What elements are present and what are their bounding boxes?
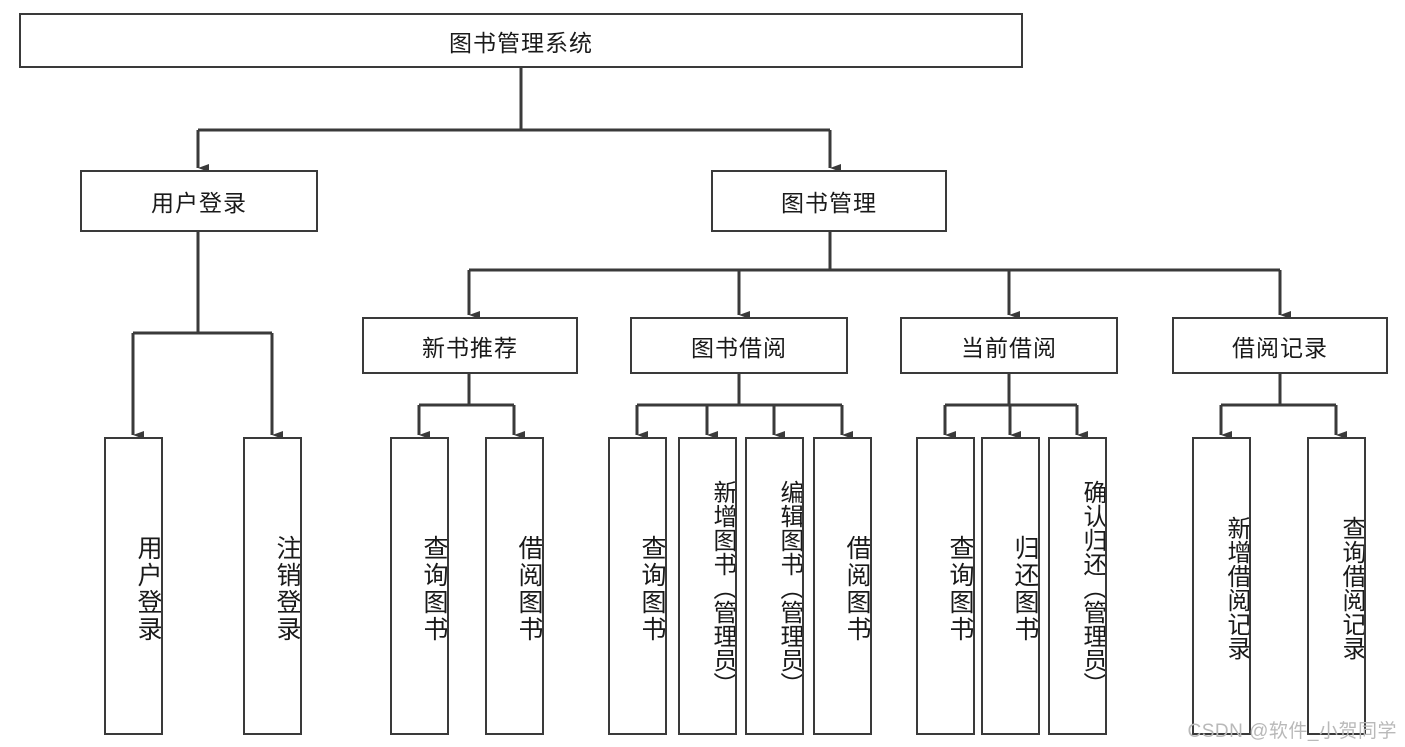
leaf-user-login-logout[interactable]: 注销登录 (243, 437, 302, 735)
node-label: 图书借阅 (691, 334, 787, 361)
node-label: 新增图书（管理员） (709, 479, 736, 696)
node-label: 图书管理系统 (449, 29, 593, 56)
node-label: 查询借阅记录 (1338, 515, 1365, 660)
node-label: 新书推荐 (422, 334, 518, 361)
leaf-book-borrow-borrow[interactable]: 借阅图书 (813, 437, 872, 735)
node-label: 编辑图书（管理员） (776, 479, 803, 696)
node-borrow-record[interactable]: 借阅记录 (1172, 317, 1388, 374)
node-label: 用户登录 (151, 190, 247, 216)
leaf-book-borrow-edit[interactable]: 编辑图书（管理员） (745, 437, 804, 735)
node-label: 查询图书 (420, 535, 448, 643)
node-label: 注销登录 (273, 535, 301, 643)
leaf-current-borrow-return[interactable]: 归还图书 (981, 437, 1040, 735)
node-new-book-recommend[interactable]: 新书推荐 (362, 317, 578, 374)
leaf-current-borrow-confirm-return[interactable]: 确认归还（管理员） (1048, 437, 1107, 735)
leaf-new-book-query[interactable]: 查询图书 (390, 437, 449, 735)
node-user-login[interactable]: 用户登录 (80, 170, 318, 232)
watermark-text: CSDN @软件_小贺同学 (1187, 721, 1397, 742)
leaf-new-book-borrow[interactable]: 借阅图书 (485, 437, 544, 735)
node-label: 归还图书 (1011, 535, 1039, 643)
node-current-borrow[interactable]: 当前借阅 (900, 317, 1118, 374)
leaf-borrow-record-query[interactable]: 查询借阅记录 (1307, 437, 1366, 735)
node-root-system[interactable]: 图书管理系统 (19, 13, 1023, 68)
node-label: 确认归还（管理员） (1079, 479, 1106, 696)
node-label: 图书管理 (781, 190, 877, 216)
node-label: 新增借阅记录 (1223, 515, 1250, 660)
leaf-book-borrow-query[interactable]: 查询图书 (608, 437, 667, 735)
leaf-borrow-record-add[interactable]: 新增借阅记录 (1192, 437, 1251, 735)
node-label: 借阅图书 (843, 535, 871, 643)
node-label: 借阅记录 (1232, 334, 1328, 361)
node-label: 查询图书 (946, 535, 974, 643)
leaf-book-borrow-add[interactable]: 新增图书（管理员） (678, 437, 737, 735)
leaf-user-login-login[interactable]: 用户登录 (104, 437, 163, 735)
node-book-management[interactable]: 图书管理 (711, 170, 947, 232)
node-label: 用户登录 (134, 535, 162, 643)
node-label: 借阅图书 (515, 535, 543, 643)
leaf-current-borrow-query[interactable]: 查询图书 (916, 437, 975, 735)
node-book-borrow[interactable]: 图书借阅 (630, 317, 848, 374)
node-label: 查询图书 (638, 535, 666, 643)
node-label: 当前借阅 (961, 334, 1057, 361)
